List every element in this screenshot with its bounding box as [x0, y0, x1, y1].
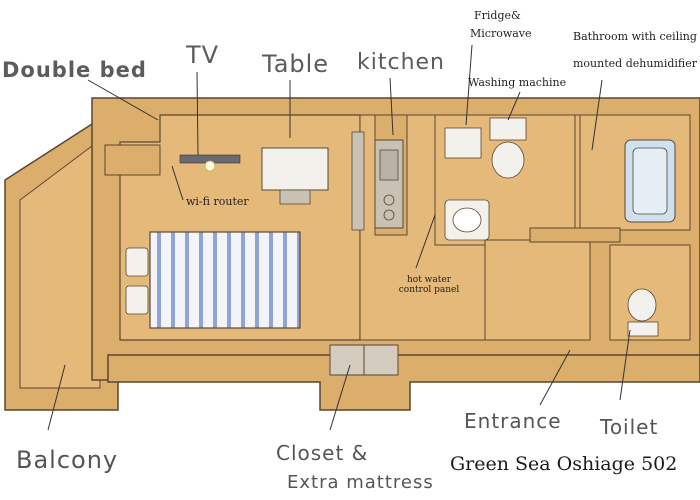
label-double-bed: Double bed	[2, 58, 147, 82]
entrance-area	[484, 227, 621, 341]
label-toilet: Toilet	[600, 415, 659, 439]
label-washing-machine: Washing machine	[468, 76, 567, 89]
label-wifi-router: wi-fi router	[186, 195, 249, 208]
label-closet-line2: Extra mattress	[287, 472, 434, 493]
label-entrance: Entrance	[464, 409, 562, 433]
label-tv: TV	[186, 41, 220, 69]
label-fridge-line2: Microwave	[470, 27, 532, 40]
label-hot-water-panel: hot water control panel	[398, 275, 460, 296]
closet	[329, 344, 399, 376]
label-bathroom-line1: Bathroom with ceiling	[573, 30, 697, 43]
balcony-area	[4, 123, 119, 411]
bathroom	[579, 114, 691, 231]
label-bathroom-line2: mounted dehumidifier	[573, 57, 698, 70]
page-title: Green Sea Oshiage 502	[450, 453, 678, 475]
tv	[179, 154, 241, 172]
label-closet-line1: Closet &	[276, 441, 369, 465]
label-balcony: Balcony	[16, 446, 119, 474]
table	[261, 147, 329, 205]
label-fridge-line1: Fridge&	[474, 9, 521, 22]
label-pointers	[47, 44, 631, 431]
washroom	[434, 114, 576, 246]
label-table: Table	[262, 50, 330, 78]
double-bed	[125, 231, 301, 329]
label-kitchen: kitchen	[357, 50, 445, 75]
toilet-room	[609, 244, 691, 341]
